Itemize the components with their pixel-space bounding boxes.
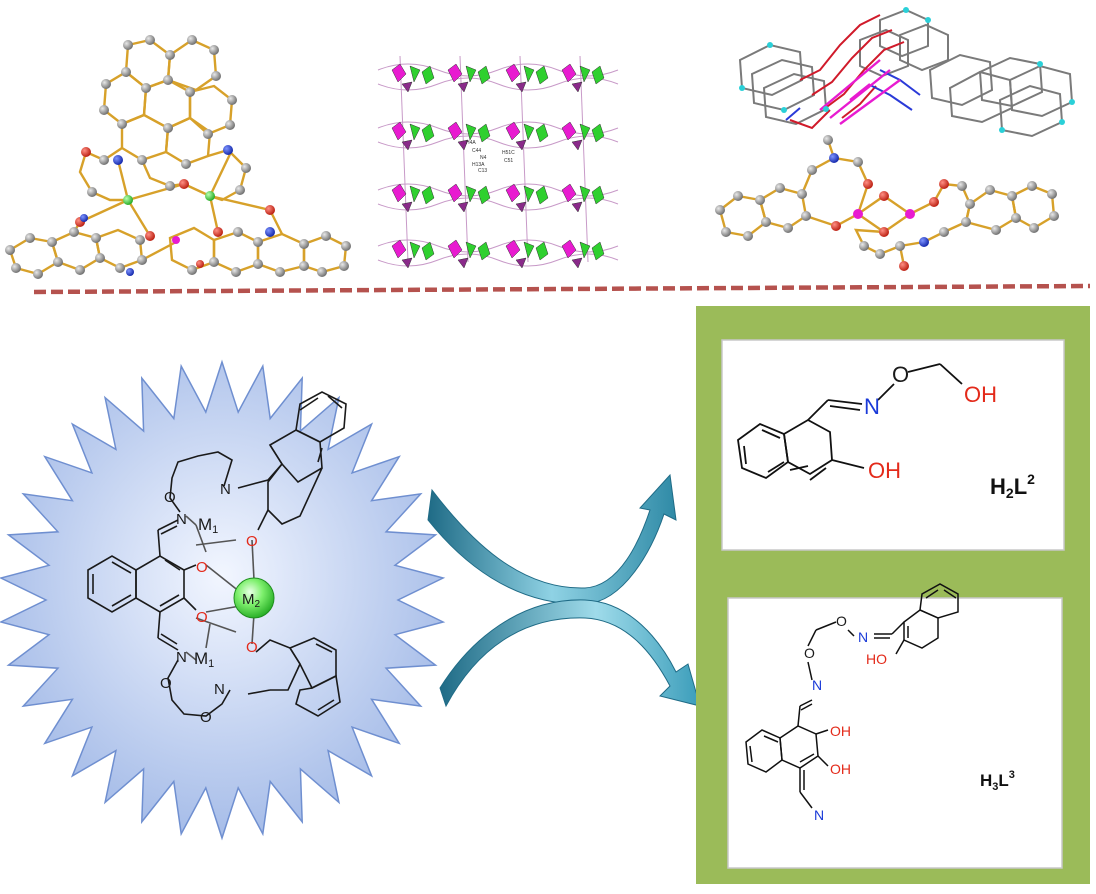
complex-atom-O: O [246, 639, 258, 656]
metal-2-sphere: M2 [233, 577, 275, 619]
complex-atom-O: O [196, 609, 208, 626]
crystal-label: C13 [478, 168, 487, 174]
ligand-3-formula: H3L3 [980, 769, 1015, 793]
arrow-to-ligand-2 [427, 473, 677, 605]
complex-atom-O: O [246, 533, 258, 550]
ligand-2-structure [737, 363, 963, 481]
ligand-2-panel [696, 306, 1090, 560]
dimer-structure-right [715, 135, 1059, 271]
metal-1-label: M1 [198, 515, 218, 536]
crystal-label: C44 [472, 148, 481, 154]
complex-starburst [0, 359, 446, 841]
complex-atom-O: O [164, 489, 176, 506]
ligand-3-atom-N: N [858, 629, 868, 645]
ligand-2-OH-top: OH [964, 382, 997, 407]
metal-complex-structure [87, 391, 347, 717]
crystal-label: H4A [466, 140, 476, 146]
crystal-label: H13A [472, 162, 485, 168]
ligand-3-atom-O: O [804, 645, 815, 661]
crystal-structure-left [5, 35, 351, 279]
complex-atom-N: N [214, 681, 225, 698]
crystal-label: C51 [504, 158, 513, 164]
metal-2-label: M2 [242, 591, 261, 610]
crystal-packing-middle: H4A C44 N4 H13A C13 H51C C51 [377, 55, 619, 269]
complex-atom-N: N [176, 511, 187, 528]
section-divider [33, 283, 1091, 295]
arrow-to-ligand-3 [439, 599, 701, 708]
ligand-2-OH-ring: OH [868, 458, 901, 483]
ligand-2-atom-N: N [864, 394, 880, 419]
ligand-3-atom-O: O [836, 613, 847, 629]
complex-atom-O: O [196, 559, 208, 576]
complex-atom-N: N [176, 649, 187, 666]
ligand-3-OH-2: OH [830, 761, 851, 777]
metal-1-label: M1 [194, 649, 214, 670]
ligand-3-structure [745, 583, 959, 809]
ligand-2-atom-O: O [892, 362, 909, 387]
crystal-stacking-right [738, 7, 1075, 138]
synthesis-arrows [427, 473, 701, 708]
crystal-label: N4 [480, 155, 487, 161]
ligand-3-HO: HO [866, 651, 887, 667]
complex-atom-O: O [160, 675, 172, 692]
complex-atom-O: O [200, 709, 212, 726]
ligand-3-atom-N: N [814, 807, 824, 823]
ligand-3-OH-1: OH [830, 723, 851, 739]
ligand-2-formula: H2L2 [990, 471, 1035, 501]
crystal-label: H51C [502, 150, 515, 156]
ligand-3-panel [696, 560, 1090, 884]
complex-atom-N: N [220, 481, 231, 498]
ligand-3-atom-N: N [812, 677, 822, 693]
